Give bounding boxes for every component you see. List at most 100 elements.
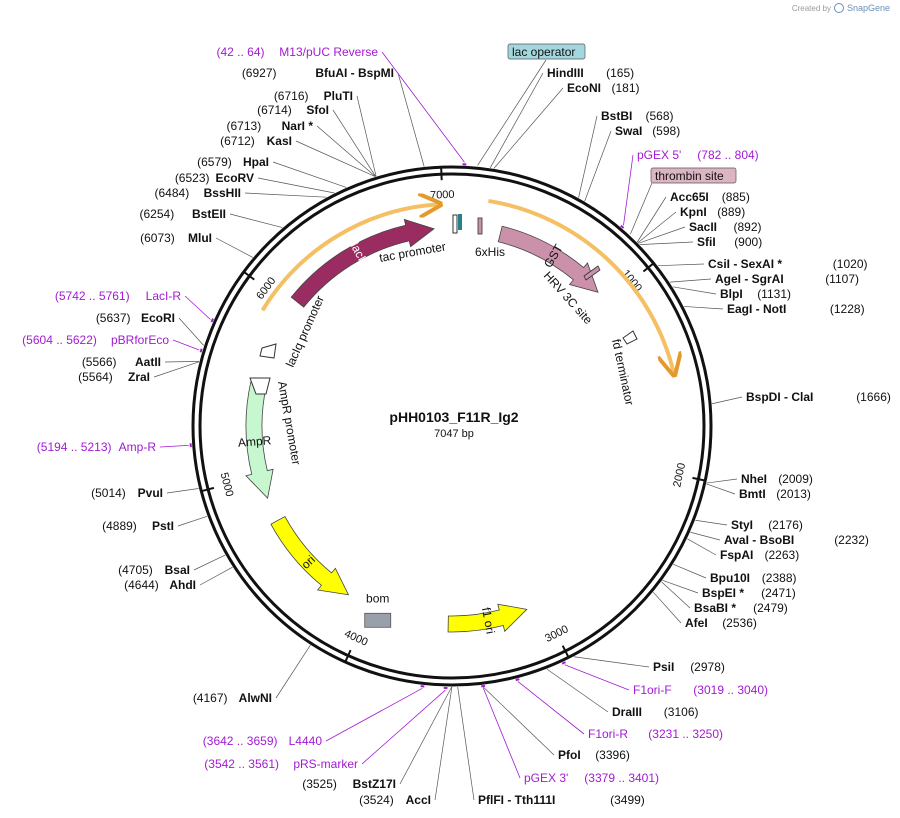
enzyme-label: MluI <box>188 231 212 245</box>
enzyme-position: (892) <box>734 220 762 234</box>
enzyme-position: (6713) <box>227 119 262 133</box>
primer-label: Amp-R <box>119 440 157 454</box>
enzyme-leader <box>637 211 677 244</box>
enzyme-leader <box>166 488 199 494</box>
primer-leader <box>381 51 465 163</box>
thrombin-site-box-text: thrombin site <box>655 169 724 183</box>
enzyme-label: EagI - NotI <box>727 302 786 316</box>
enzyme-label: SfoI <box>306 103 329 117</box>
enzyme-label: NheI <box>741 472 767 486</box>
enzyme-position: (3525) <box>302 777 337 791</box>
enzyme-leader <box>636 196 667 243</box>
enzyme-leader <box>244 192 327 198</box>
enzyme-label: SwaI <box>615 124 642 138</box>
enzyme-leader <box>457 686 475 801</box>
enzyme-label: BsaI <box>165 563 190 577</box>
enzyme-label: AatII <box>135 355 161 369</box>
enzyme-label: SacII <box>689 220 717 234</box>
primer-label: pBRforEco <box>111 333 169 347</box>
enzyme-label: HpaI <box>243 155 269 169</box>
enzyme-leader <box>672 286 717 295</box>
enzyme-leader <box>481 685 555 756</box>
snapgene-logo-icon <box>833 3 844 13</box>
enzyme-leader <box>215 237 253 258</box>
enzyme-position: (889) <box>717 205 745 219</box>
enzyme-label: ZraI <box>128 370 150 384</box>
enzyme-leader <box>706 478 738 484</box>
enzyme-position: (6523) <box>175 171 210 185</box>
enzyme-label: AgeI - SgrAI <box>715 272 784 286</box>
lac-operator-box-text: lac operator <box>512 45 575 59</box>
enzyme-leader <box>199 566 233 586</box>
tick-label: 4000 <box>342 628 369 649</box>
enzyme-label: EcoNI <box>567 81 601 95</box>
primer-range: (3231 .. 3250) <box>648 727 723 741</box>
enzyme-leader <box>706 483 736 495</box>
enzyme-label: HindIII <box>547 66 584 80</box>
enzyme-label: BstZ17I <box>353 777 396 791</box>
enzyme-leader <box>657 263 705 267</box>
his-tag-label: 6xHis <box>475 245 505 259</box>
primer-marks <box>189 163 625 689</box>
his-tag-mark <box>477 217 483 235</box>
enzyme-label: StyI <box>731 518 753 532</box>
snapgene-credit: Created by SnapGene <box>792 3 890 13</box>
primer-range: (5742 .. 5761) <box>55 289 130 303</box>
enzyme-position: (6712) <box>220 134 255 148</box>
primer-label: pRS-marker <box>293 757 358 771</box>
hrv-3c-site-mark <box>583 265 601 281</box>
tick-mark <box>202 486 215 492</box>
tick-mark <box>561 645 569 657</box>
enzyme-label: PvuI <box>138 486 163 500</box>
backbone-inner <box>198 172 706 680</box>
enzyme-leader <box>178 317 204 346</box>
primer-range: (42 .. 64) <box>216 45 264 59</box>
lac-operator-box: lac operator <box>507 43 586 60</box>
primer-leader <box>623 154 634 226</box>
primer-range: (5194 .. 5213) <box>37 440 112 454</box>
tick-mark <box>642 263 654 273</box>
enzyme-leader <box>316 125 376 177</box>
enzyme-leader <box>399 686 452 785</box>
enzyme-position: (1228) <box>830 302 865 316</box>
enzyme-label: BsaBI * <box>694 601 736 615</box>
enzyme-label: BlpI <box>720 287 743 301</box>
enzyme-label: BssHII <box>204 186 241 200</box>
enzyme-leader <box>546 668 609 713</box>
tick-mark <box>244 271 255 281</box>
enzyme-position: (1107) <box>825 272 859 286</box>
feature-arrow <box>497 225 599 293</box>
enzyme-position: (568) <box>646 109 674 123</box>
enzyme-label: PsiI <box>653 660 674 674</box>
enzyme-position: (4644) <box>124 578 159 592</box>
enzyme-label: KpnI <box>680 205 707 219</box>
enzyme-position: (5637) <box>96 311 131 325</box>
box-leader <box>630 182 653 235</box>
enzyme-position: (6073) <box>140 231 175 245</box>
primer-range: (3379 .. 3401) <box>584 771 659 785</box>
feature-arrow <box>270 516 350 596</box>
ampr-promoter-label: AmpR promoter <box>275 380 303 466</box>
enzyme-leader <box>687 538 717 556</box>
primer-label: L4440 <box>289 734 323 748</box>
tick-label: 6000 <box>254 275 278 302</box>
enzyme-leader <box>434 686 453 801</box>
primer-range: (3642 .. 3659) <box>203 734 278 748</box>
enzyme-position: (6714) <box>257 103 292 117</box>
ampr-promoter-mark <box>249 377 271 395</box>
primer-range: (5604 .. 5622) <box>22 333 97 347</box>
primer-label: M13/pUC Reverse <box>279 45 378 59</box>
enzyme-position: (3106) <box>664 705 699 719</box>
enzyme-label: PluTI <box>324 89 353 103</box>
enzyme-leader <box>177 515 208 527</box>
primer-leader <box>159 444 189 448</box>
credit-brand: SnapGene <box>846 3 890 13</box>
enzyme-position: (2232) <box>834 533 869 547</box>
enzyme-leader <box>272 161 347 188</box>
feature-label: bom <box>366 591 389 605</box>
tick-mark <box>440 168 443 181</box>
enzyme-leader <box>661 581 691 609</box>
enzyme-leader <box>229 213 283 228</box>
fd-terminator-label: fd terminator <box>609 338 637 407</box>
